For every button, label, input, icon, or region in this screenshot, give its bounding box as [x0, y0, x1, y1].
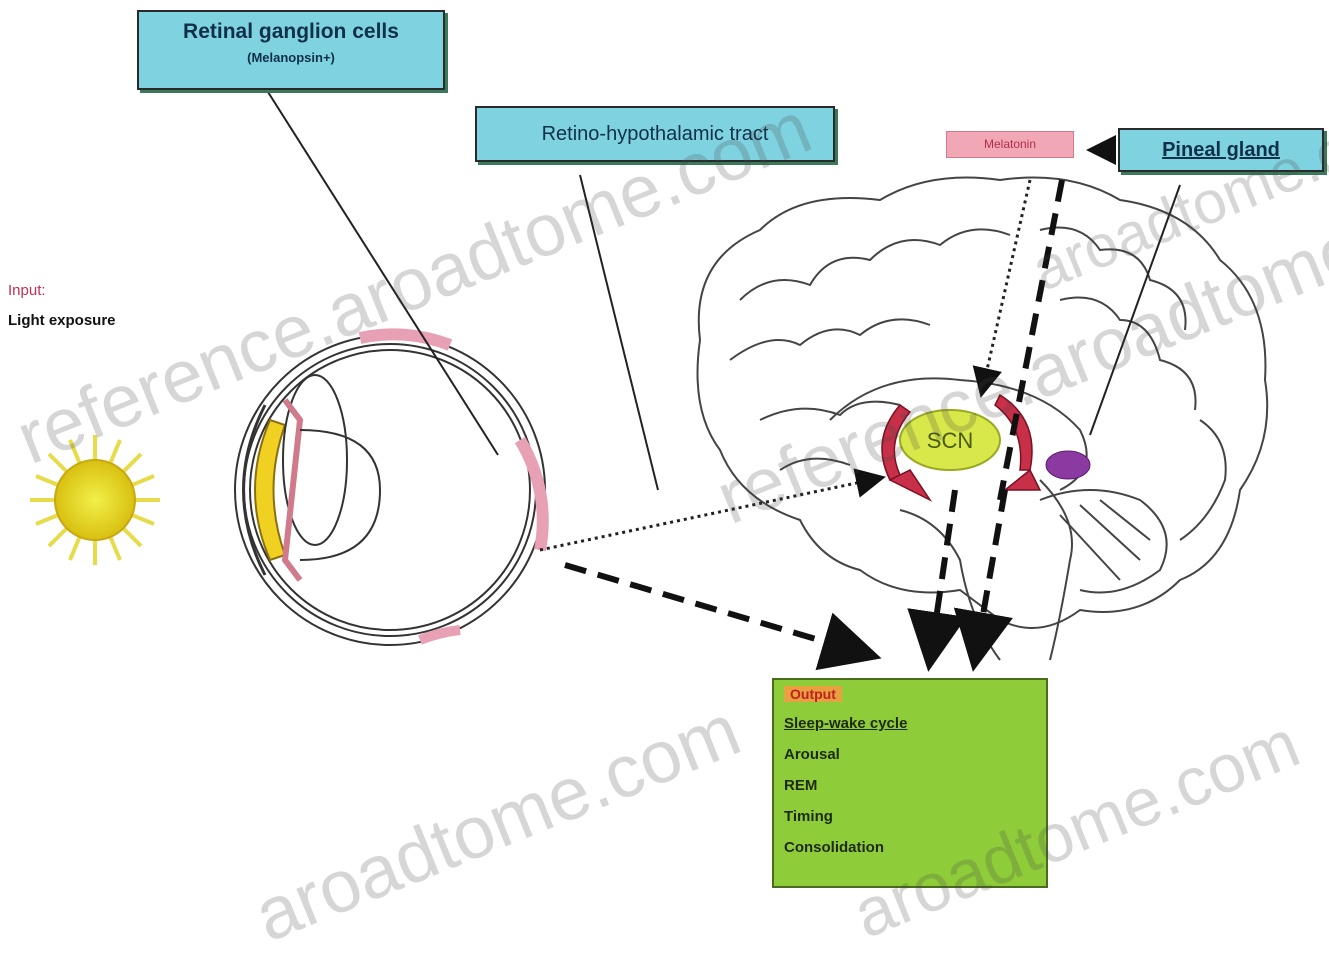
- melatonin-label: Melatonin: [984, 137, 1036, 151]
- retinal-ganglion-title: Retinal ganglion cells: [139, 20, 443, 44]
- output-item: Arousal: [784, 739, 1036, 770]
- retinohypothalamic-box: Retino-hypothalamic tract: [475, 106, 835, 162]
- output-box: Output Sleep-wake cycle Arousal REM Timi…: [772, 678, 1048, 888]
- melatonin-feedback-line: [982, 180, 1030, 392]
- pineal-gland-label: Pineal gland: [1162, 139, 1280, 161]
- pineal-gland-box: Pineal gland: [1118, 128, 1324, 172]
- output-item: Consolidation: [784, 832, 1036, 863]
- sun-icon: [30, 435, 160, 565]
- retinal-ganglion-box: Retinal ganglion cells (Melanopsin+): [137, 10, 445, 90]
- pineal-region: [1046, 451, 1090, 479]
- output-header: Output: [784, 686, 842, 702]
- output-item: Sleep-wake cycle: [784, 708, 1036, 739]
- input-legend: Input: Light exposure: [8, 276, 116, 336]
- melatonin-box: Melatonin: [946, 131, 1074, 158]
- light-exposure-label: Light exposure: [8, 306, 116, 336]
- output-item: Timing: [784, 801, 1036, 832]
- retinal-ganglion-subtitle: (Melanopsin+): [139, 50, 443, 65]
- eye-illustration: [235, 334, 545, 645]
- input-label: Input:: [8, 276, 116, 306]
- retinohypothalamic-label: Retino-hypothalamic tract: [542, 123, 769, 145]
- scn-label: SCN: [927, 428, 973, 453]
- output-item: REM: [784, 770, 1036, 801]
- rht-pathway-line: [540, 478, 880, 550]
